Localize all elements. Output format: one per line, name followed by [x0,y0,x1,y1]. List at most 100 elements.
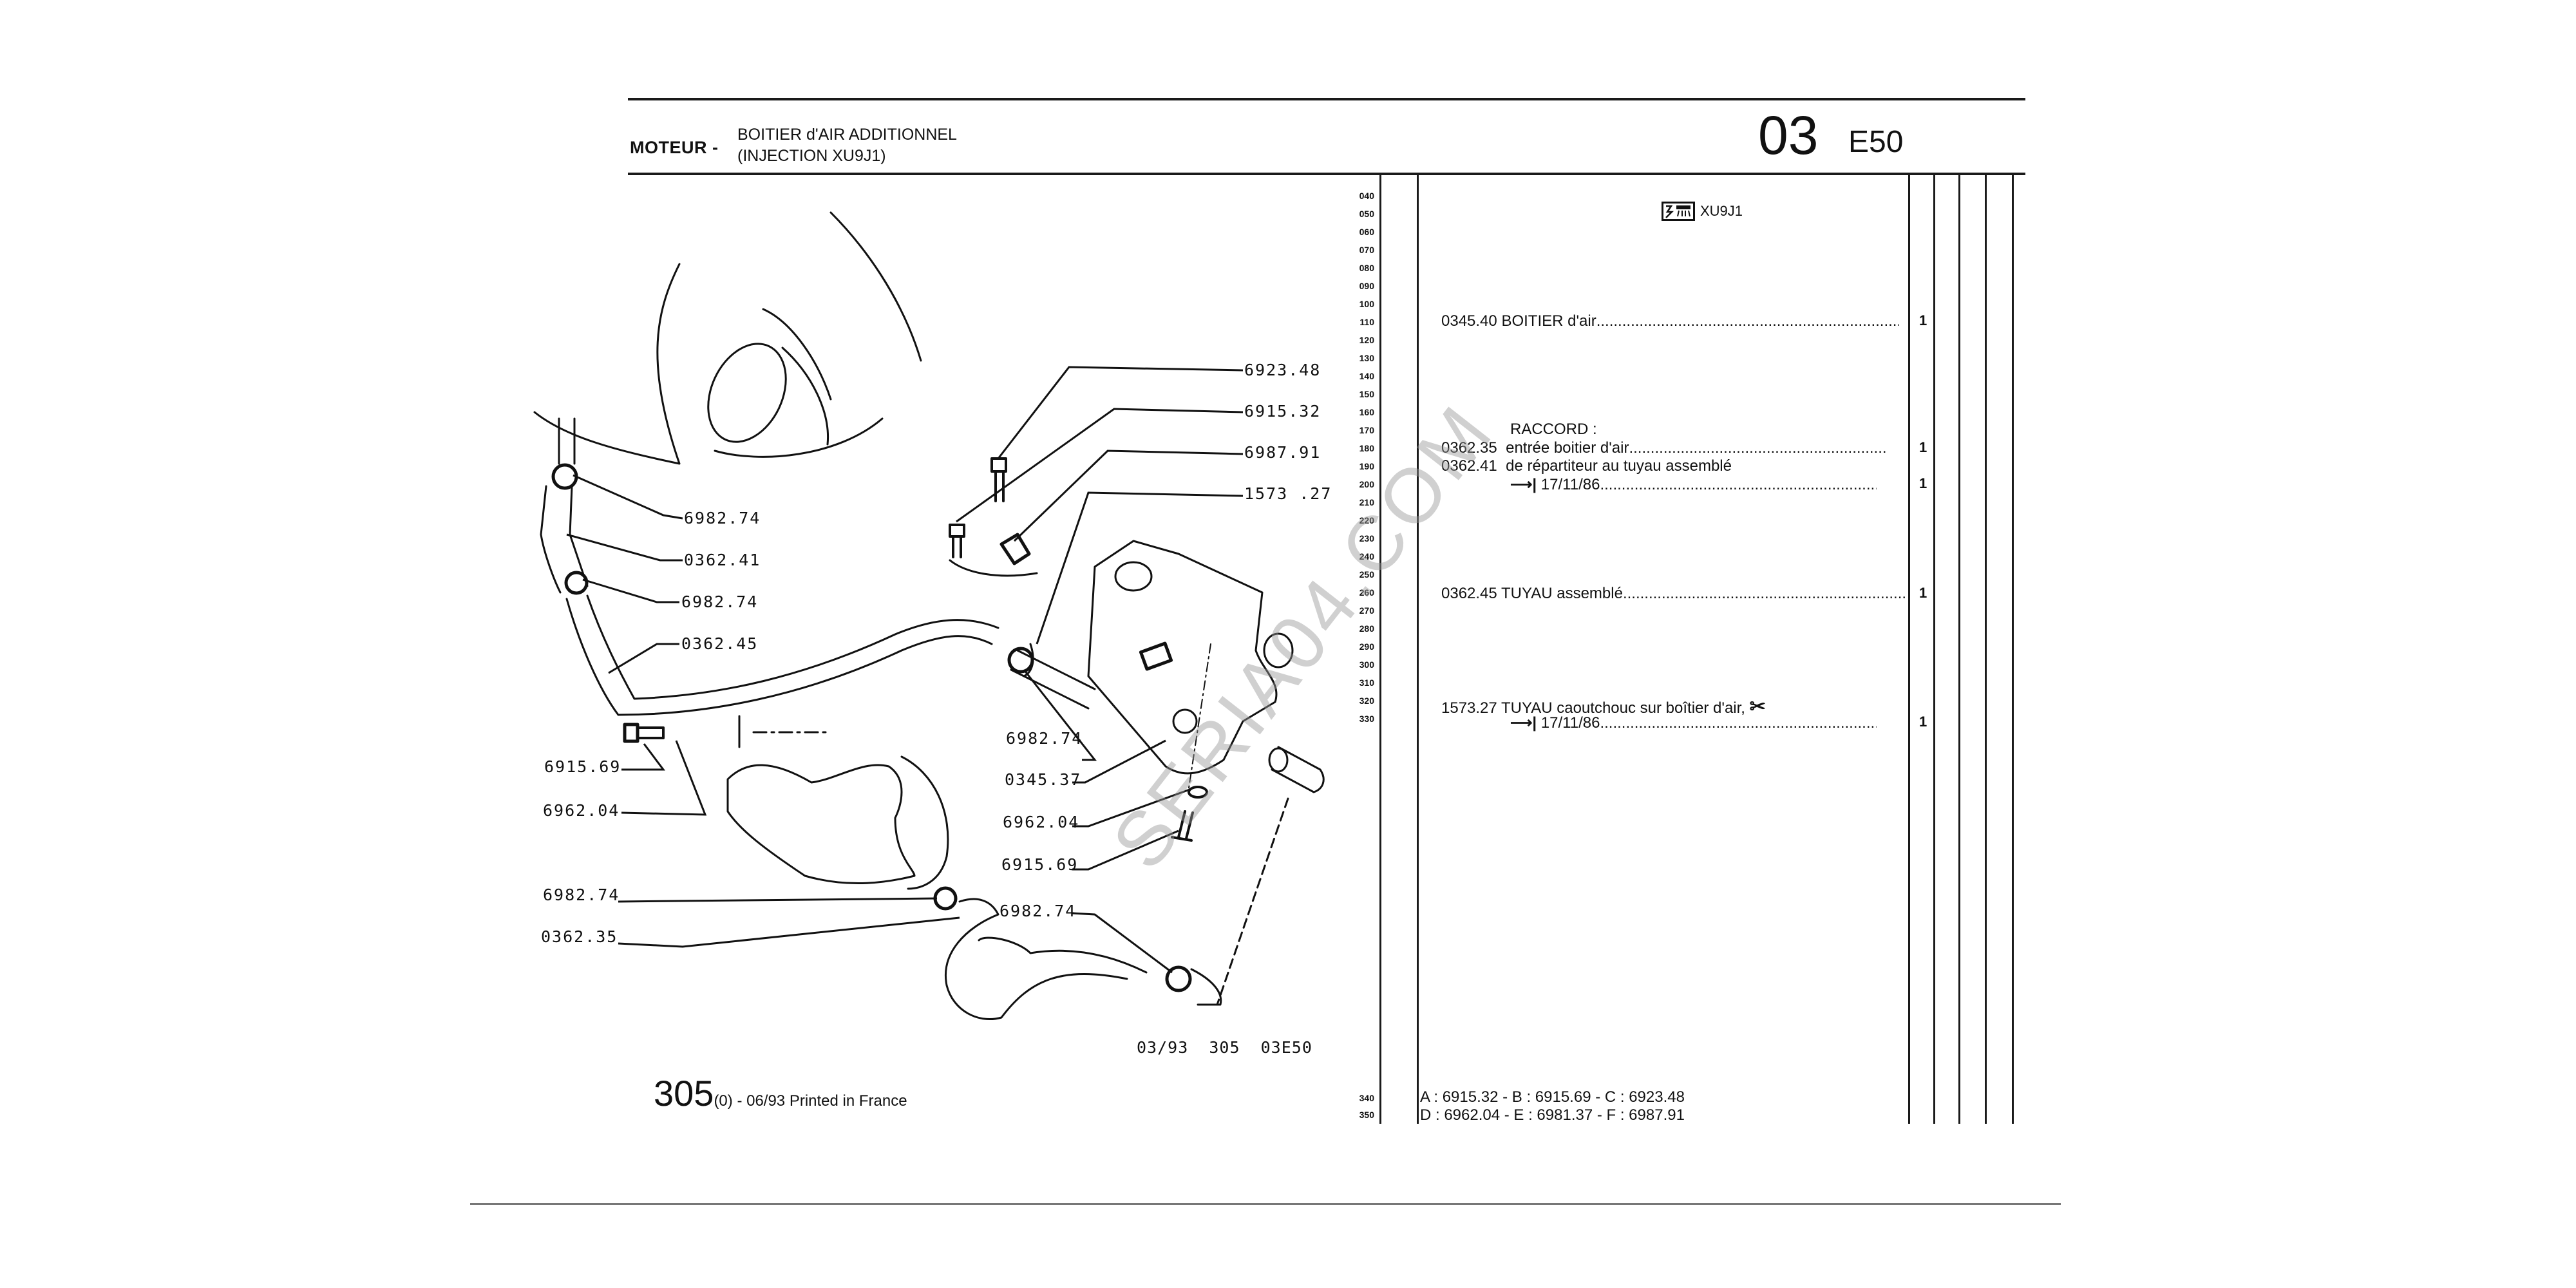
bolt-6915-69-left [623,723,639,743]
row-number: 160 [1359,407,1374,417]
part-row-0362-35[interactable]: 0362.35 entrée boitier d'air............… [1441,439,1905,457]
validity-date: 17/11/86 [1540,714,1600,732]
leader-0362-35 [618,916,960,948]
leader-6982-74-c [1023,669,1097,761]
injection-engine-icon [1662,202,1695,221]
row-number: 120 [1359,335,1374,345]
callout-1573-27[interactable]: 1573 .27 [1244,484,1332,503]
qty-col-border-5 [2012,174,2014,1124]
row-number: 190 [1359,461,1374,471]
part-ref: 1573.27 [1441,699,1497,717]
callout-6915-32[interactable]: 6915.32 [1244,402,1321,421]
qty-col-border-3 [1958,174,1960,1124]
footer: 305 (0) - 06/93 Printed in France [654,1072,907,1114]
washer-6962-04-right [1188,786,1208,799]
part-row-0345-40[interactable]: 0345.40 BOITIER d'air...................… [1441,312,1905,330]
row-number: 200 [1359,479,1374,489]
leader-6982-74-b [582,578,679,603]
callout-6987-91[interactable]: 6987.91 [1244,443,1321,462]
part-ref: 0362.35 [1441,439,1497,457]
callout-0362-45[interactable]: 0362.45 [681,634,759,653]
leader-6987-91 [1013,450,1244,542]
leader-dots: ........................................… [1600,476,1877,493]
part-row-0362-41-validity: ⟶| 17/11/86.............................… [1510,475,1906,494]
part-row-1573-27[interactable]: 1573.27 TUYAU caoutchouc sur boîtier d'a… [1441,696,1766,718]
row-number: 310 [1359,677,1374,688]
row-number: 220 [1359,515,1374,526]
callout-6915-69-a[interactable]: 6915.69 [544,757,621,776]
part-group-label: RACCORD : [1510,421,1597,438]
validity-date: 17/11/86 [1540,476,1600,493]
leader-6982-74-a [573,474,683,520]
qty-col-border-4 [1985,174,1987,1124]
part-label: TUYAU assemblé [1501,585,1623,602]
fastener-legend-line-2: D : 6962.04 - E : 6981.37 - F : 6987.91 [1420,1106,1685,1124]
row-number: 290 [1359,641,1374,652]
row-number: 100 [1359,299,1374,309]
callout-0362-41[interactable]: 0362.41 [684,551,761,569]
until-date-arrow-icon: ⟶| [1510,714,1537,732]
qty-col-border-2 [1933,174,1935,1124]
bolt-6923-48 [990,457,1007,473]
callout-6962-04-b[interactable]: 6962.04 [1003,813,1080,831]
hose-0362-41 [540,417,589,594]
row-number: 060 [1359,227,1374,237]
hose-0362-35 [945,898,1148,1021]
row-number: 350 [1359,1110,1374,1120]
edition-info: (0) - 06/93 Printed in France [714,1092,907,1110]
rubber-hose-1573-27 [1010,643,1096,710]
engine-label: XU9J1 [1700,203,1743,219]
callout-6982-74-d[interactable]: 6982.74 [543,886,620,904]
leader-6962-04-a [621,740,707,816]
callout-6982-74-e[interactable]: 6982.74 [999,902,1077,920]
row-number: 150 [1359,389,1374,399]
row-number: 300 [1359,659,1374,670]
callout-6962-04-a[interactable]: 6962.04 [543,801,620,820]
parts-left-border [1417,174,1419,1124]
title-line-1: BOITIER d'AIR ADDITIONNEL [737,126,957,144]
callout-0345-37[interactable]: 0345.37 [1005,770,1082,789]
part-ref: 0362.41 [1441,457,1497,475]
leader-6982-74-e [1072,912,1173,974]
intake-manifold-outline [533,211,922,465]
pipe-0362-45 [565,594,999,716]
part-qty: 1 [1919,585,1927,601]
callout-6982-74-a[interactable]: 6982.74 [684,509,761,527]
nut-6987-91 [999,533,1031,565]
fastener-legend-line-1: A : 6915.32 - B : 6915.69 - C : 6923.48 [1420,1088,1685,1106]
row-number: 040 [1359,191,1374,201]
throttle-flange [707,343,787,443]
row-number: 250 [1359,569,1374,580]
leader-1573-27 [1036,491,1244,645]
leader-dots: ........................................… [1629,439,1887,457]
row-number: 050 [1359,209,1374,219]
row-number: 280 [1359,623,1374,634]
part-ref: 0362.45 [1441,585,1497,602]
hose-clamp [564,571,589,595]
callout-6982-74-b[interactable]: 6982.74 [681,592,759,611]
leader-0362-45 [608,643,679,674]
leader-6915-69-a [621,743,665,771]
row-number: 340 [1359,1093,1374,1103]
part-label: de répartiteur au tuyau assemblé [1506,457,1732,475]
row-number: 070 [1359,245,1374,255]
row-number: 230 [1359,533,1374,544]
part-label: BOITIER d'air [1501,312,1596,330]
row-number: 110 [1359,317,1374,327]
engine-header: XU9J1 [1662,202,1743,221]
bolt-6915-69-right [1171,810,1194,842]
part-row-0362-41[interactable]: 0362.41 de répartiteur au tuyau assemblé [1441,457,1732,475]
part-qty: 1 [1919,439,1927,455]
row-number: 210 [1359,497,1374,507]
leader-6962-04-b [1072,788,1192,828]
leader-6923-48 [997,366,1244,459]
callout-0362-35[interactable]: 0362.35 [541,927,618,946]
callout-6982-74-c[interactable]: 6982.74 [1006,729,1083,748]
callout-6923-48[interactable]: 6923.48 [1244,361,1321,379]
bolt-6915-32 [949,524,965,538]
page-bottom-rule [470,1203,2061,1205]
part-row-0362-45[interactable]: 0362.45 TUYAU assemblé..................… [1441,585,1906,603]
callout-6915-69-b[interactable]: 6915.69 [1001,855,1079,874]
header-top-rule [628,98,2025,100]
